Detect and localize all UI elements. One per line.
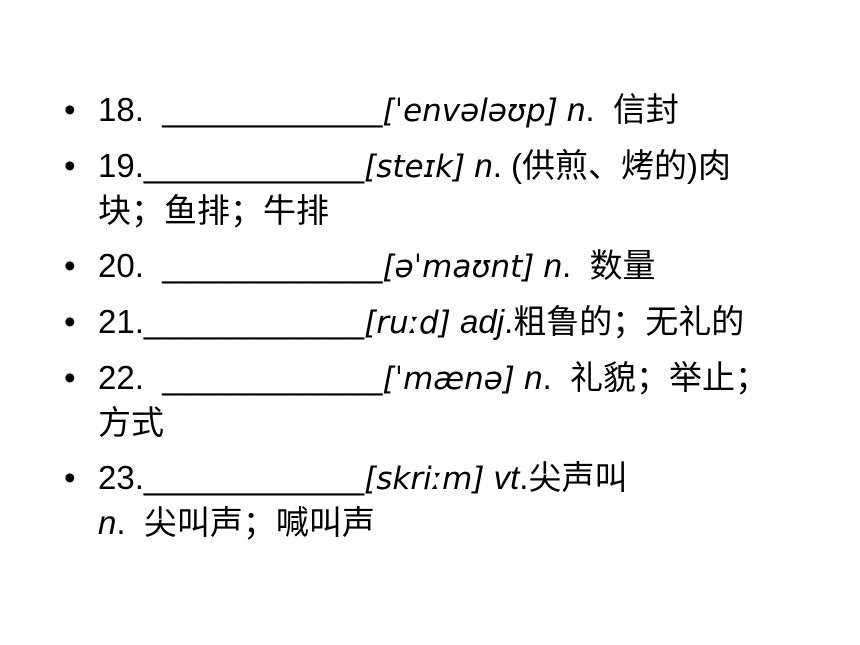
bullet-icon: • <box>64 247 76 284</box>
vocab-item: • 20. ____________[əˈmaʊnt] n. 数量 <box>62 244 792 289</box>
meaning: 礼貌；举止；方式 <box>98 359 768 441</box>
meaning-gap <box>571 247 589 284</box>
meaning-gap-second <box>126 504 144 541</box>
meaning: 粗鲁的；无礼的 <box>513 303 745 340</box>
number-separator <box>144 91 162 128</box>
item-number: 20. <box>98 247 144 284</box>
meaning-second: 尖叫声；喊叫声 <box>143 504 375 541</box>
meaning: (供煎、烤的)肉块；鱼排；牛排 <box>98 147 732 229</box>
meaning-gap <box>502 147 511 184</box>
answer-blank: ____________ <box>162 91 383 128</box>
vocab-item: • 23.____________[skriːm] vt.尖声叫 n. 尖叫声；… <box>62 456 792 545</box>
part-of-speech: n <box>524 359 543 396</box>
vocab-item: • 18. ____________[ˈenvələʊp] n. 信封 <box>62 88 792 133</box>
phonetic: [ˈenvələʊp] <box>382 93 558 129</box>
pos-period: . <box>504 303 514 340</box>
pos-period: . <box>519 459 529 496</box>
answer-blank: ____________ <box>143 459 365 496</box>
item-number: 21. <box>98 303 144 340</box>
part-of-speech: n <box>567 91 586 128</box>
part-of-speech: adj <box>460 303 505 340</box>
vocab-item: • 21.____________[ruːd] adj.粗鲁的；无礼的 <box>62 300 792 345</box>
phonetic: [ruːd] <box>364 305 451 341</box>
answer-blank: ____________ <box>143 147 365 184</box>
answer-blank: ____________ <box>162 359 383 396</box>
phonetic: [skriːm] <box>364 461 485 497</box>
bullet-icon: • <box>64 359 76 396</box>
part-of-speech-second: n <box>98 504 117 541</box>
meaning-gap <box>552 359 570 396</box>
pos-period: . <box>561 247 572 284</box>
phonetic: [əˈmaʊnt] <box>382 249 535 285</box>
bullet-icon: • <box>64 303 76 340</box>
item-number: 23. <box>98 459 144 496</box>
pos-period: . <box>492 147 502 184</box>
meaning: 数量 <box>589 247 656 284</box>
bullet-icon: • <box>64 91 76 128</box>
meaning-gap <box>595 91 613 128</box>
item-number: 18. <box>98 91 144 128</box>
pos-period-second: . <box>116 504 126 541</box>
pos-period: . <box>585 91 595 128</box>
number-separator <box>144 359 162 396</box>
part-of-speech: n <box>543 247 562 284</box>
bullet-icon: • <box>64 459 76 496</box>
answer-blank: ____________ <box>143 303 365 340</box>
part-of-speech: n <box>474 147 493 184</box>
meaning: 信封 <box>612 91 679 128</box>
answer-blank: ____________ <box>162 247 383 284</box>
phonetic: [ˈmænə] <box>382 361 515 397</box>
number-separator <box>144 247 162 284</box>
phonetic: [steɪk] <box>364 149 466 185</box>
vocab-item: • 19.____________[steɪk] n. (供煎、烤的)肉块；鱼排… <box>62 144 792 233</box>
part-of-speech: vt <box>493 459 520 496</box>
bullet-icon: • <box>64 147 76 184</box>
item-number: 22. <box>98 359 144 396</box>
vocab-list: • 18. ____________[ˈenvələʊp] n. 信封 • 19… <box>62 88 792 556</box>
meaning: 尖声叫 <box>528 459 628 496</box>
item-number: 19. <box>98 147 144 184</box>
pos-period: . <box>542 359 552 396</box>
vocab-item: • 22. ____________[ˈmænə] n. 礼貌；举止；方式 <box>62 356 792 445</box>
